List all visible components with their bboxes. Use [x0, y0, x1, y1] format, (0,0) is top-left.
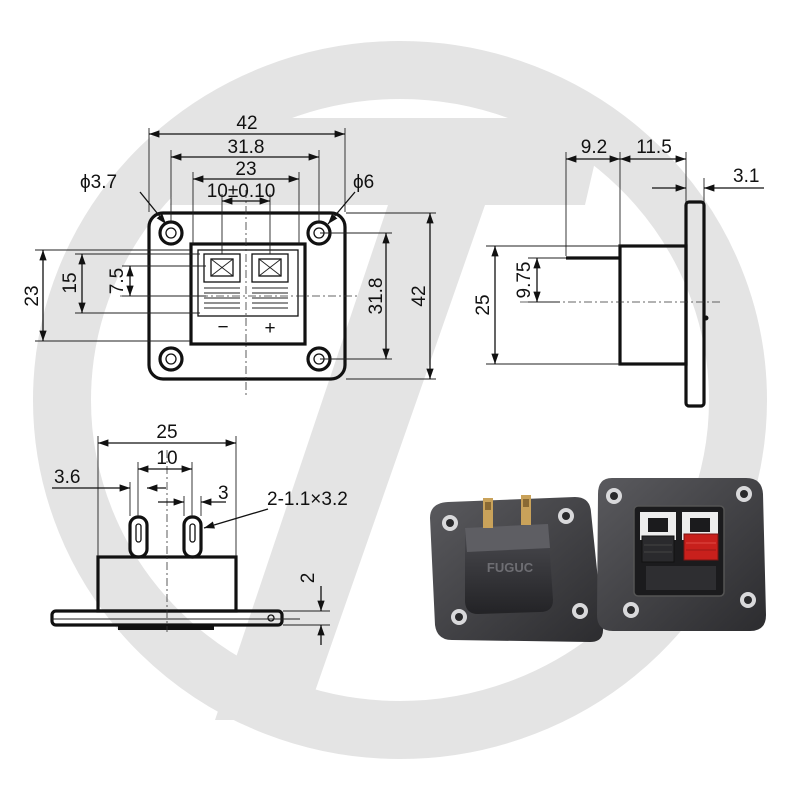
dim-body-depth: 11.5 [636, 137, 672, 158]
dim-pin-pitch: 10 [156, 448, 177, 469]
side-plate [684, 200, 706, 408]
dim-31-8-width: 31.8 [228, 137, 265, 158]
dim-31-8-height: 31.8 [366, 278, 387, 315]
speaker-terminal-photo-back: FUGUC [430, 495, 604, 642]
pin-right [182, 515, 203, 559]
terminal-clip-right [251, 253, 289, 309]
speaker-terminal-photo-front [597, 478, 766, 631]
terminal-block [189, 242, 307, 346]
dim-42-width: 42 [236, 113, 257, 134]
red-terminal [683, 533, 719, 561]
minus-label: − [217, 317, 228, 338]
bottom-view: 25 10 3.6 3 2-1.1×3.2 2 [50, 422, 348, 645]
dim-15-height: 15 [60, 272, 81, 293]
dim-pin-offset: 3.6 [54, 467, 80, 488]
dim-body-width: 25 [156, 422, 177, 443]
watermark-logo [33, 41, 767, 759]
dim-23-height: 23 [22, 285, 43, 306]
mounting-holes [158, 220, 332, 372]
dim-pin-height: 9.75 [514, 262, 535, 299]
dim-7-5-height: 7.5 [107, 268, 128, 294]
dim-pitch: 10±0.10 [207, 181, 276, 202]
terminal-clip-left [203, 253, 241, 309]
dim-23-width: 23 [235, 159, 256, 180]
dim-plate-thickness: 3.1 [733, 166, 759, 187]
photo-brand-text: FUGUC [487, 560, 534, 575]
dim-body-height: 25 [473, 294, 494, 315]
dim-hole-large: ϕ6 [353, 172, 374, 193]
dim-bottom-plate: 2 [298, 573, 319, 584]
side-view: 9.2 11.5 3.1 25 9.75 [473, 137, 764, 408]
plus-label: + [264, 318, 275, 339]
dim-pin-length: 9.2 [581, 137, 607, 158]
dim-pin-width: 3 [218, 483, 229, 504]
pin-left [128, 515, 149, 559]
front-view: − + 42 31.8 23 10±0.10 ϕ3.7 ϕ6 23 [22, 113, 436, 395]
dim-slot-spec: 2-1.1×3.2 [267, 489, 348, 510]
dim-hole-small: ϕ3.7 [80, 172, 117, 193]
dim-42-height: 42 [409, 285, 430, 306]
